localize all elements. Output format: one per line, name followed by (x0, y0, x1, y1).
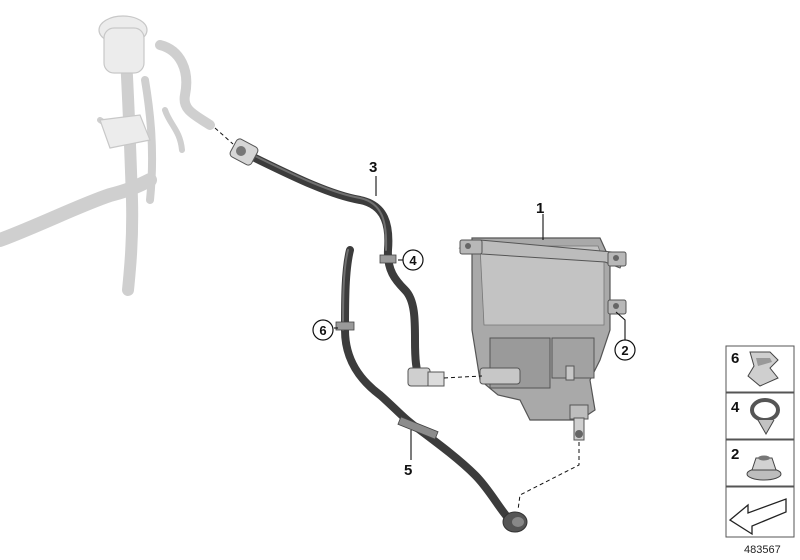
callout-2-circle: 2 (614, 339, 636, 361)
legend-item-4: 4 (725, 392, 795, 440)
legend-item-arrow (725, 486, 795, 538)
legend-num-2: 2 (731, 446, 739, 463)
callout-4: 4 (409, 253, 417, 268)
hose-part-3 (214, 127, 445, 387)
callout-5: 5 (404, 462, 412, 479)
leader-2 (615, 311, 626, 340)
parts-legend: 6 4 2 (725, 345, 795, 538)
hose-clamp-icon (750, 398, 780, 436)
dash-line-connector (214, 127, 234, 145)
dash-line-canister-inlet (443, 375, 483, 379)
direction-arrow-icon (728, 498, 787, 536)
callout-2: 2 (621, 343, 628, 358)
elbow-connector (407, 367, 445, 387)
hose-clip-icon (747, 351, 779, 387)
callout-6: 6 (319, 323, 326, 338)
ghost-fuel-filler (0, 15, 215, 296)
diagram-id: 483567 (744, 544, 781, 556)
hose-part-5 (335, 246, 528, 533)
lower-elbow-connector (502, 511, 528, 533)
hose-clamp-upper (379, 254, 397, 264)
callout-6-circle: 6 (312, 319, 334, 341)
callout-1: 1 (536, 200, 544, 217)
hex-nut-icon (746, 455, 782, 481)
hose-clip-mid (335, 321, 355, 331)
legend-num-6: 6 (731, 350, 739, 367)
canister-part-1 (458, 237, 627, 441)
dash-line-canister-outlet (517, 442, 580, 511)
callout-3: 3 (369, 159, 377, 176)
legend-num-4: 4 (731, 399, 740, 416)
legend-item-6: 6 (725, 345, 795, 393)
callout-4-circle: 4 (402, 249, 424, 271)
hose-connector (229, 138, 259, 166)
legend-item-2: 2 (725, 439, 795, 487)
